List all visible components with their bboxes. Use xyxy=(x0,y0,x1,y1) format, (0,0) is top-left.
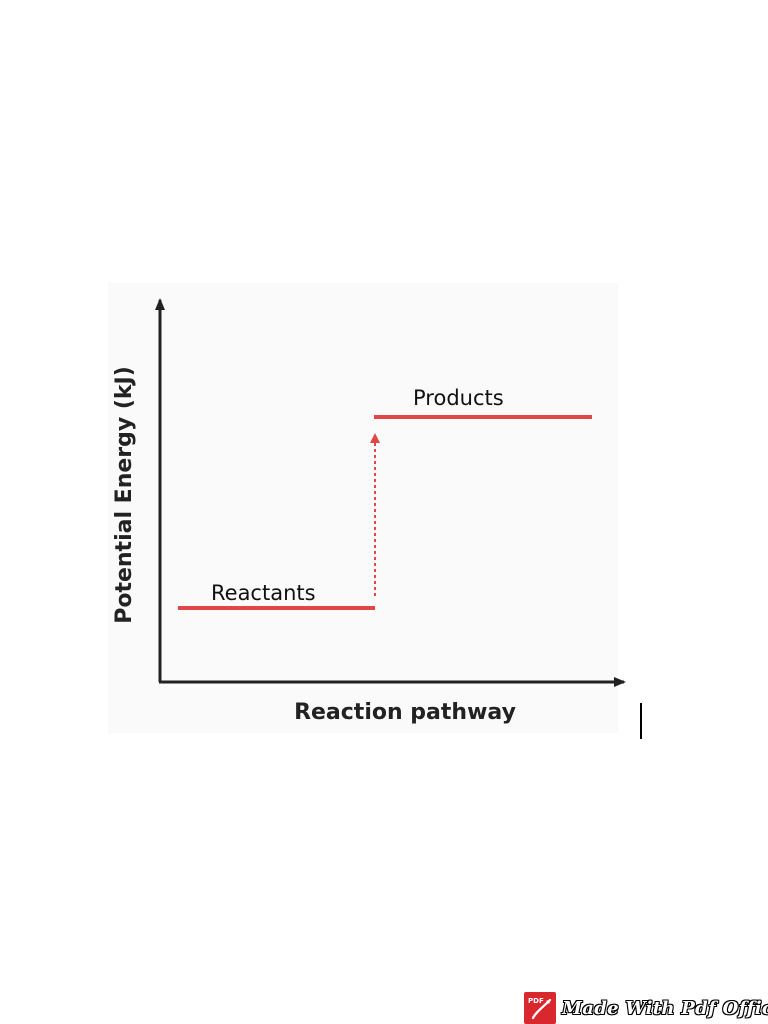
diagram-background xyxy=(108,283,618,733)
text-cursor xyxy=(640,703,642,739)
pdf-office-logo-icon: PDF xyxy=(524,992,556,1024)
y-axis-title: Potential Energy (kJ) xyxy=(112,366,137,624)
svg-text:PDF: PDF xyxy=(528,997,544,1005)
reactants-label: Reactants xyxy=(211,581,316,605)
products-label: Products xyxy=(413,386,504,410)
watermark: PDF Made With Pdf Office xyxy=(524,992,768,1024)
watermark-text: Made With Pdf Office xyxy=(562,997,768,1019)
x-axis-title: Reaction pathway xyxy=(294,700,516,725)
